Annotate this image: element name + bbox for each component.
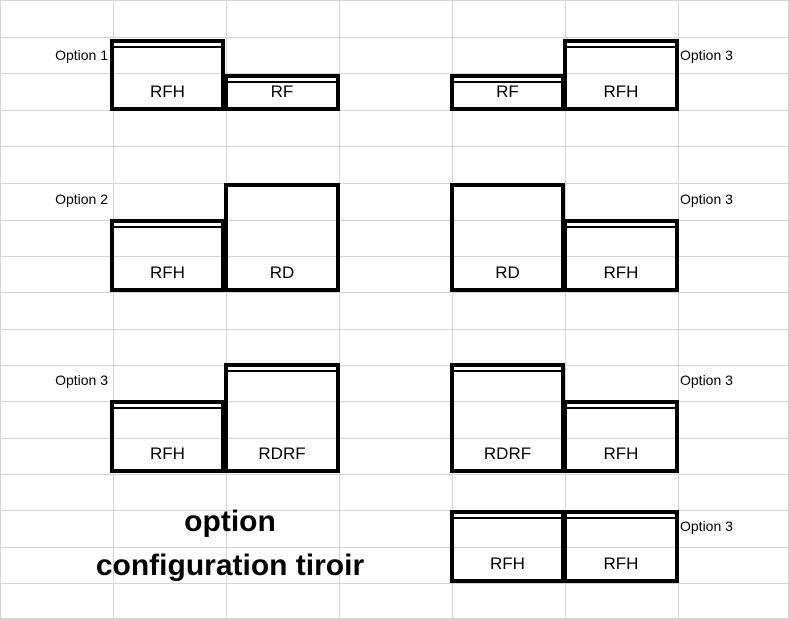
drawer-box-rfh[interactable]: RFH	[563, 510, 679, 583]
drawer-box-label: RDRF	[483, 444, 532, 463]
drawer-box-rfh[interactable]: RFH	[110, 39, 225, 111]
drawer-box-rd[interactable]: RD	[450, 183, 565, 292]
drawer-box-label: RFH	[603, 82, 639, 101]
caption-line-2: configuration tiroir	[95, 549, 365, 582]
drawer-box-label: RFH	[150, 263, 185, 282]
drawer-box-rf[interactable]: RF	[224, 74, 340, 111]
drawer-box-label: RFH	[603, 263, 639, 282]
grid-line-horizontal-9	[0, 329, 789, 330]
option-label-group-3-left: Option 3	[55, 372, 108, 388]
grid-line-horizontal-10	[0, 365, 789, 366]
drawer-box-label: RF	[496, 82, 519, 101]
grid-line-vertical-0	[0, 0, 1, 619]
drawer-box-rfh[interactable]: RFH	[563, 219, 679, 292]
drawer-box-rdrf[interactable]: RDRF	[450, 363, 565, 473]
drawer-box-label: RFH	[603, 554, 639, 573]
drawer-box-label: RF	[270, 82, 294, 101]
drawer-box-rfh[interactable]: RFH	[450, 510, 565, 583]
option-label-group-2-right: Option 3	[680, 191, 733, 207]
drawer-box-label: RFH	[603, 444, 639, 463]
grid-line-horizontal-1	[0, 37, 789, 38]
diagram-caption: option configuration tiroir	[20, 500, 440, 588]
drawer-box-label: RFH	[150, 444, 185, 463]
grid-line-horizontal-8	[0, 292, 789, 293]
drawer-box-rd[interactable]: RD	[224, 183, 340, 292]
option-label-group-4-right: Option 3	[680, 518, 733, 534]
drawer-box-rdrf[interactable]: RDRF	[224, 363, 340, 473]
drawer-box-label: RFH	[490, 554, 525, 573]
drawer-box-rfh[interactable]: RFH	[563, 39, 679, 111]
drawer-box-label: RFH	[150, 82, 185, 101]
grid-line-horizontal-4	[0, 146, 789, 147]
option-label-group-2-left: Option 2	[55, 191, 108, 207]
drawer-box-label: RDRF	[258, 444, 306, 463]
grid-line-horizontal-13	[0, 474, 789, 475]
drawer-box-rfh[interactable]: RFH	[563, 400, 679, 473]
caption-line-1: option	[184, 505, 276, 538]
option-label-group-3-right: Option 3	[680, 372, 733, 388]
option-label-group-1-left: Option 1	[55, 47, 108, 63]
drawer-box-label: RD	[269, 263, 295, 282]
grid-line-horizontal-0	[0, 0, 789, 1]
drawer-box-label: RD	[495, 263, 520, 282]
grid-line-horizontal-5	[0, 183, 789, 184]
drawer-box-rfh[interactable]: RFH	[110, 219, 225, 292]
option-label-group-1-right: Option 3	[680, 47, 733, 63]
drawer-box-rfh[interactable]: RFH	[110, 400, 225, 473]
drawer-box-rf[interactable]: RF	[450, 74, 565, 111]
